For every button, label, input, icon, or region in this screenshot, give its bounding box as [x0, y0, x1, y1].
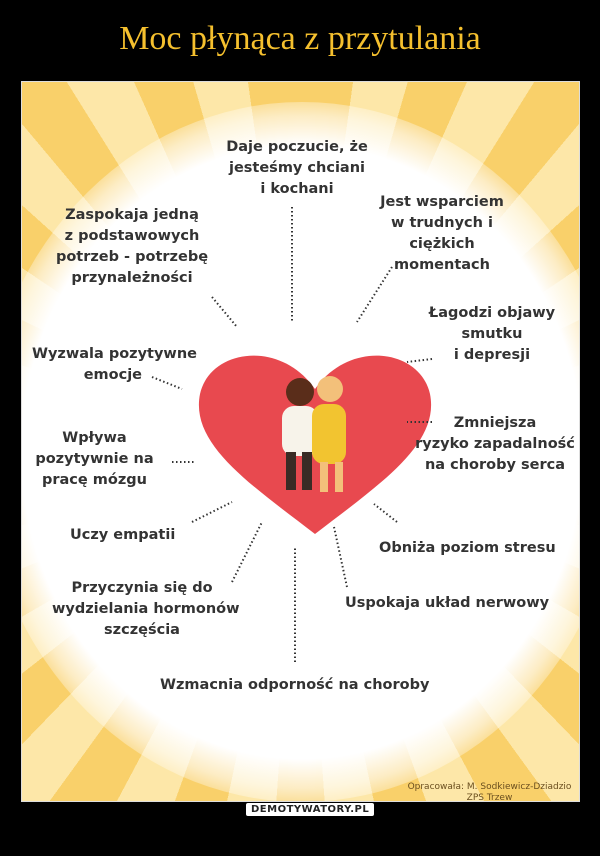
heart-hug-illustration — [198, 355, 432, 534]
text-line: i kochani — [260, 181, 334, 197]
text-line: na choroby serca — [424, 457, 566, 473]
text-line: Zmniejsza — [453, 415, 537, 431]
benefit-daje-poczucie: Daje poczucie, że jesteśmy chciani i kocha… — [217, 137, 377, 200]
benefit-lagodzi: Łagodzi objawy smutku i depresji — [417, 303, 567, 366]
page-title: Moc płynąca z przytulania — [119, 20, 481, 57]
text-line: emocje — [83, 367, 142, 383]
text-line: szczęścia — [104, 622, 180, 638]
text-line: Opracowała: M. Sodkiewicz-Dziadzio — [407, 782, 572, 792]
benefit-wyzwala: Wyzwala pozytywne emocje — [22, 344, 197, 386]
text-line: Wpływa — [62, 430, 127, 446]
text-line: w trudnych i — [391, 215, 493, 231]
benefit-zaspokaja: Zaspokaja jedną z podstawowych potrzeb - p… — [52, 205, 212, 289]
text-line: ZPS Trzew — [466, 793, 513, 802]
text-line: pozytywnie na — [35, 451, 154, 467]
text-line: wydzielania hormonów — [52, 601, 240, 617]
benefit-hormony: Przyczynia się do wydzielania hormonów szc… — [52, 578, 240, 641]
text-line: pracę mózgu — [41, 472, 147, 488]
benefit-wplywa: Wpływa pozytywnie na pracę mózgu — [32, 428, 157, 491]
text-line: Łagodzi objawy — [428, 305, 556, 321]
benefit-zmniejsza: Zmniejsza ryzyko zapadalność na choroby se… — [410, 413, 579, 476]
text-line: jesteśmy chciani — [228, 160, 365, 176]
text-line: momentach — [394, 257, 490, 273]
infographic: Daje poczucie, że jesteśmy chciani i kocha… — [21, 81, 580, 802]
text-line: Wyzwala pozytywne — [31, 346, 197, 362]
text-line: ciężkich — [409, 236, 475, 252]
benefit-stres: Obniża poziom stresu — [379, 540, 556, 556]
text-line: smutku — [461, 326, 523, 342]
benefit-empatia: Uczy empatii — [70, 527, 176, 543]
text-line: Jest wsparciem — [380, 194, 504, 210]
text-line: i depresji — [453, 347, 531, 363]
text-line: Daje poczucie, że — [226, 139, 368, 155]
benefit-wsparcie: Jest wsparciem w trudnych i ciężkich moment… — [367, 192, 517, 276]
text-line: Przyczynia się do — [71, 580, 213, 596]
benefit-nerwowy: Uspokaja układ nerwowy — [345, 595, 550, 611]
text-line: z podstawowych — [64, 228, 200, 244]
benefit-odpornosc: Wzmacnia odporność na choroby — [160, 677, 430, 693]
text-line: ryzyko zapadalność — [415, 436, 575, 452]
watermark: DEMOTYWATORY.PL — [246, 803, 375, 816]
text-line: potrzeb - potrzebę — [55, 249, 209, 265]
dotted-arrows — [151, 207, 433, 662]
text-line: Zaspokaja jedną — [65, 207, 199, 223]
text-line: przynależności — [71, 270, 193, 286]
hugging-people-icon — [282, 376, 346, 492]
